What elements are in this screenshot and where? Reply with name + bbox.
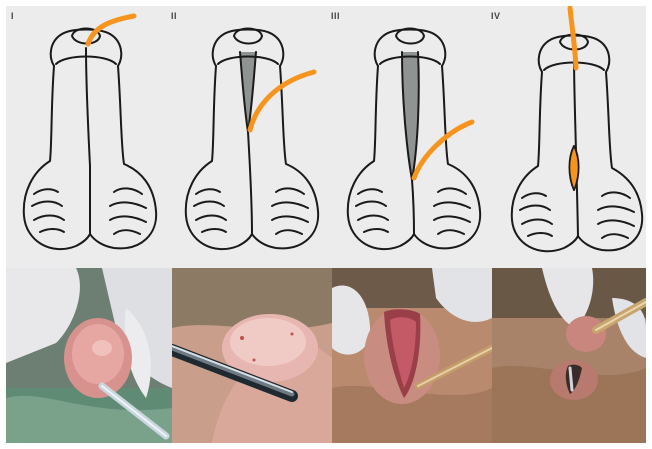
drawing-panel-2: II	[166, 6, 326, 268]
catheter-tube	[88, 16, 134, 44]
panel-numeral-3: III	[331, 11, 340, 21]
catheter-tube	[414, 122, 472, 178]
panel-numeral-4: IV	[491, 11, 501, 21]
anatomy-drawing-1	[6, 6, 166, 268]
photo-panel-3	[332, 268, 492, 443]
clinical-photo-4	[492, 268, 646, 443]
anatomy-drawing-3	[326, 6, 486, 268]
photo-panel-2	[172, 268, 332, 443]
catheter-tube	[570, 8, 576, 68]
panel-numeral-2: II	[171, 11, 177, 21]
anatomy-drawing-4	[486, 6, 646, 268]
drawing-panel-1: I	[6, 6, 166, 268]
clinical-photo-1	[6, 268, 172, 443]
drawing-panel-4: IV	[486, 6, 646, 268]
photo-panel-4	[492, 268, 646, 443]
drawing-panel-3: III	[326, 6, 486, 268]
anatomy-drawing-2	[166, 6, 326, 268]
panel-numeral-1: I	[11, 11, 14, 21]
figure-grid: I	[6, 6, 646, 443]
photo-panel-1	[6, 268, 172, 443]
clinical-photo-2	[172, 268, 332, 443]
clinical-photo-3	[332, 268, 492, 443]
